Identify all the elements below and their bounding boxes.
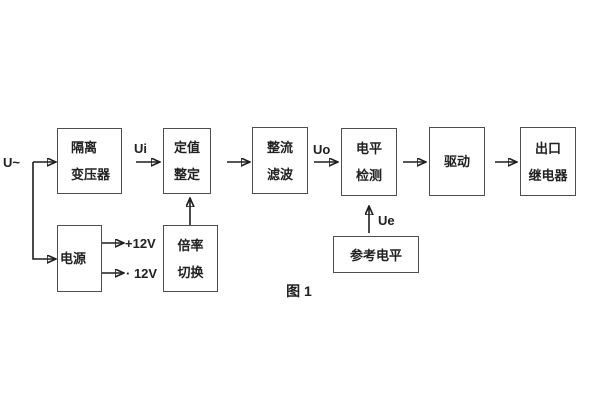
signal-label-plus-12v: +12V [125, 236, 156, 251]
block-label-line: 电平 [355, 141, 382, 156]
block-rectifier-filter: 整流 滤波 [252, 127, 308, 194]
block-label-line: 检测 [355, 168, 382, 183]
block-label-line: 参考电平 [349, 248, 402, 263]
block-label-line: 滤波 [266, 166, 293, 182]
signal-label-input: U~ [3, 155, 20, 170]
block-label-line: 定值 [173, 140, 200, 155]
figure-caption: 图 1 [286, 283, 312, 299]
block-label-line: 驱动 [443, 154, 470, 169]
block-label-line: 隔离 [71, 140, 98, 155]
block-label-line: 电源 [60, 251, 87, 266]
block-ratio-switch: 倍率 切换 [163, 225, 218, 292]
block-drive: 驱动 [429, 127, 485, 196]
signal-label-ue: Ue [378, 213, 395, 228]
block-level-detection: 电平 检测 [341, 128, 397, 196]
block-reference-level: 参考电平 [333, 236, 419, 273]
block-label-line: 倍率 [177, 237, 204, 253]
block-label-line: 出口 [534, 140, 561, 156]
block-label-line: 整流 [266, 139, 293, 155]
block-label-line: 继电器 [528, 167, 568, 183]
block-setpoint-setting: 定值 整定 [163, 128, 211, 194]
signal-label-uo: Uo [313, 142, 331, 157]
block-output-relay: 出口 继电器 [520, 127, 576, 196]
signal-label-ui: Ui [134, 141, 147, 156]
block-label-line: 切换 [177, 264, 204, 280]
block-power-supply: 电源 [57, 225, 102, 292]
block-label-line: 变压器 [71, 167, 111, 182]
input-to-power-branch-arrow [32, 162, 55, 259]
signal-label-minus-12v: · 12V [126, 266, 158, 281]
block-isolation-transformer: 隔离 变压器 [57, 128, 122, 194]
block-label-line: 整定 [173, 167, 200, 182]
